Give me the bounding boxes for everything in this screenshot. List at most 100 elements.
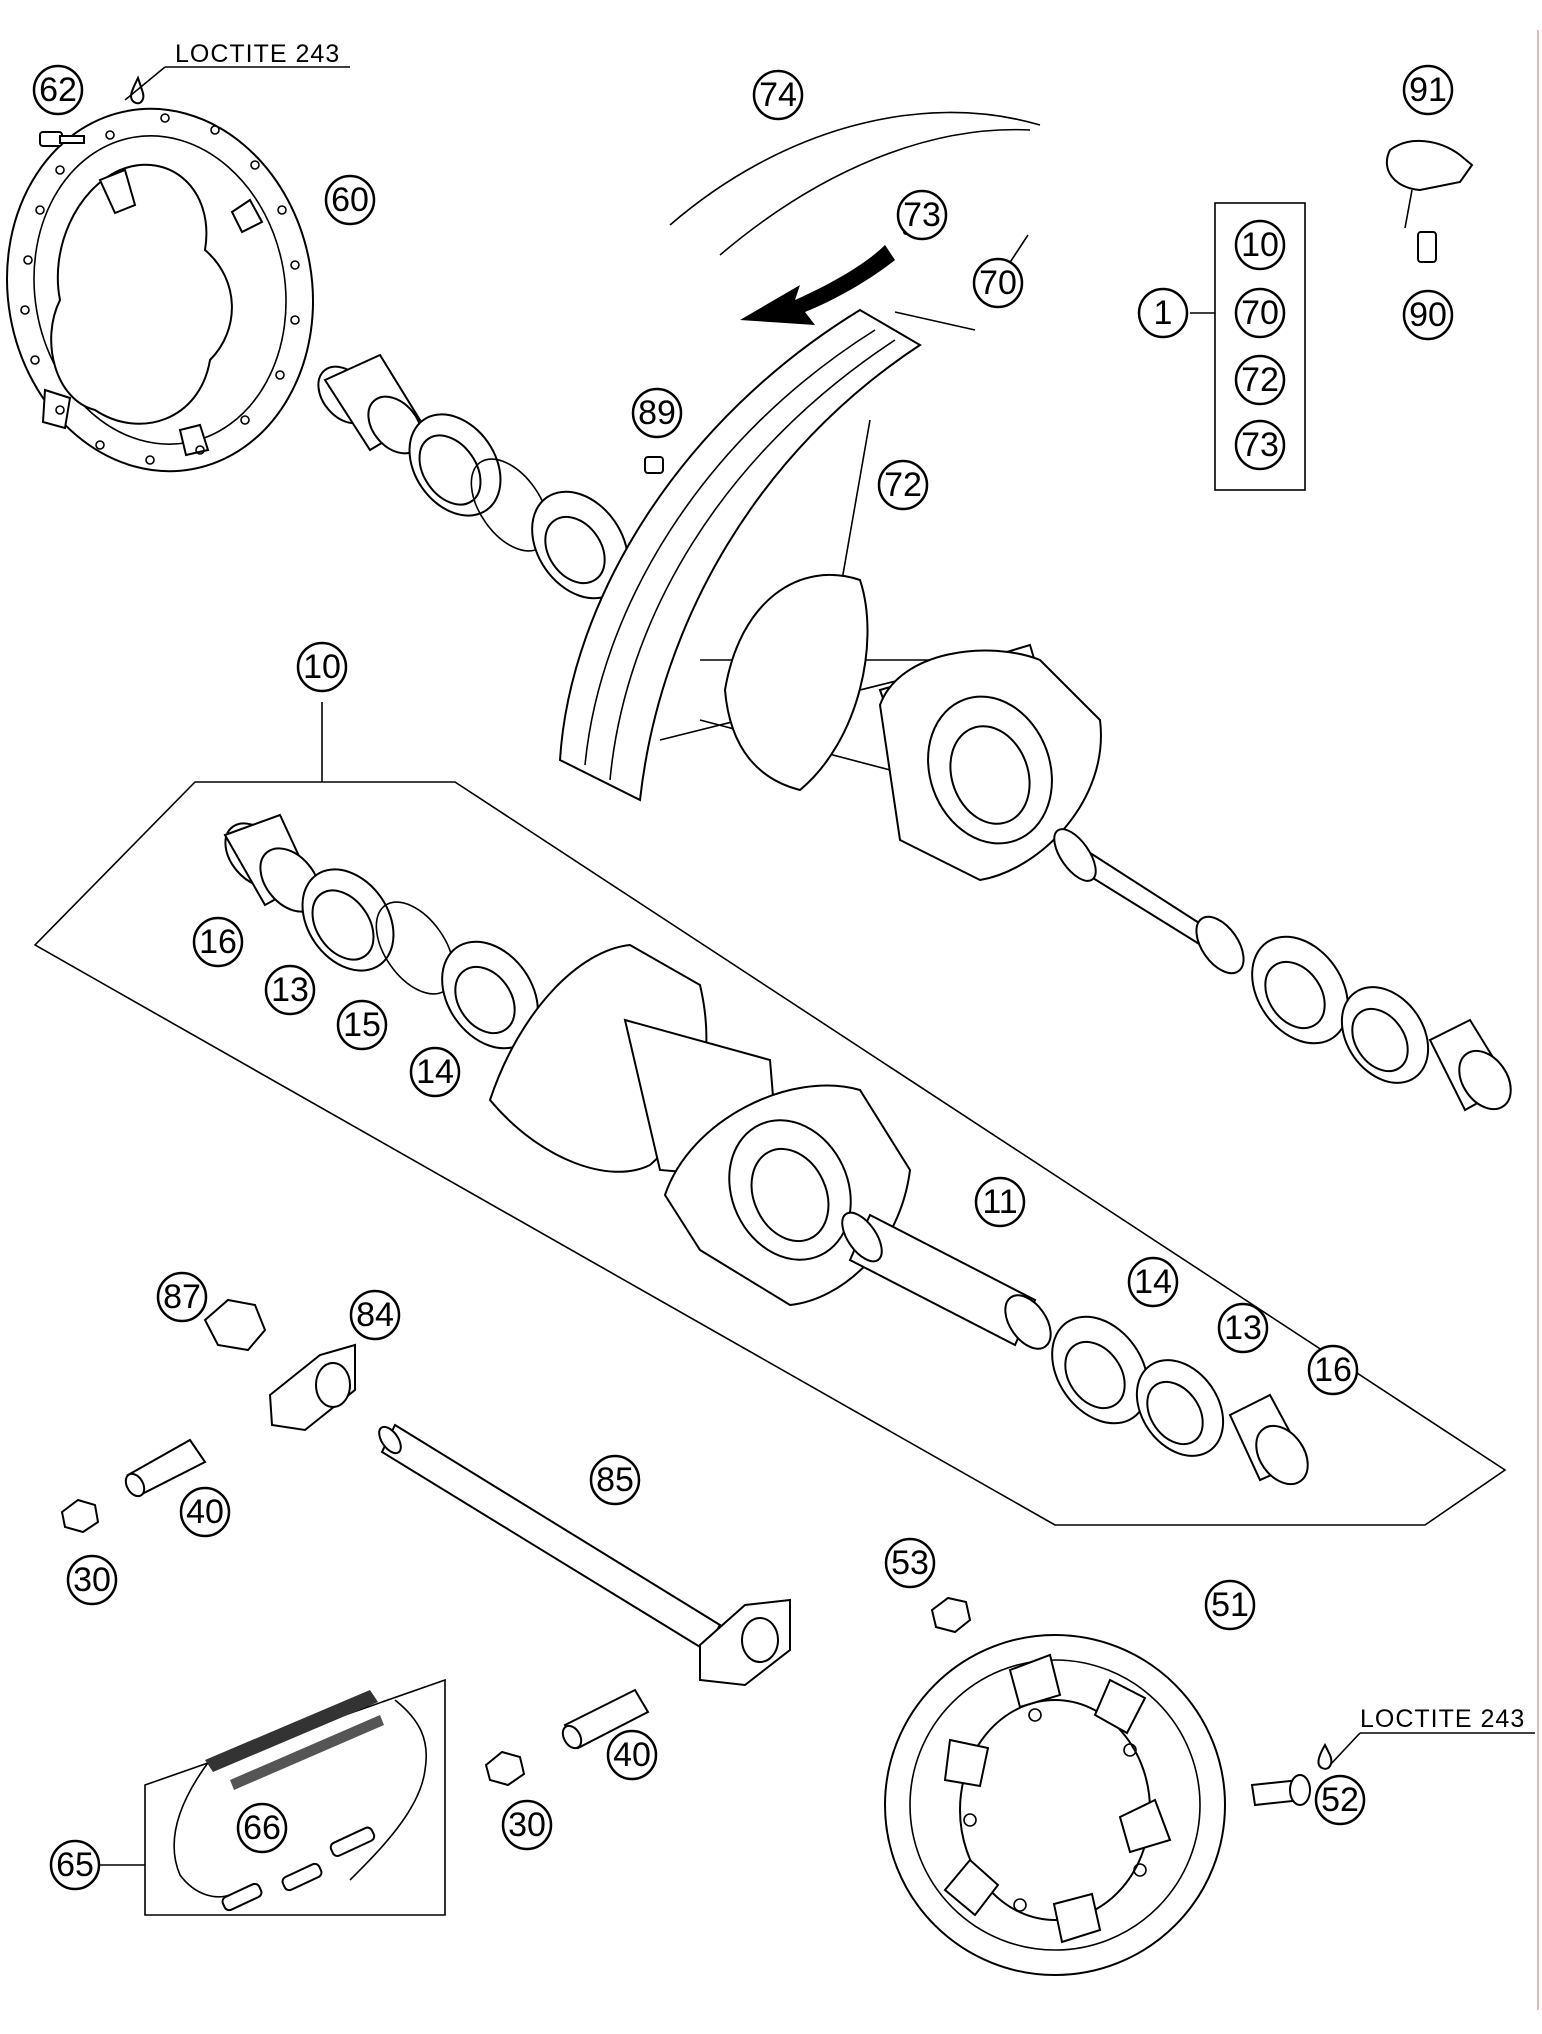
callout-62: 62 <box>32 64 84 116</box>
kit-box <box>1214 202 1306 491</box>
kit-callout-73: 73 <box>1234 419 1286 471</box>
callout-13: 13 <box>264 964 316 1016</box>
seal-left <box>301 868 395 972</box>
adjuster-bolt-top <box>124 1438 207 1498</box>
callout-16: 16 <box>192 916 244 968</box>
chain-adjuster-left <box>268 1343 356 1432</box>
rim-tape <box>894 311 976 331</box>
svg-text:72: 72 <box>884 466 922 504</box>
callout-89: 89 <box>631 387 683 439</box>
svg-text:16: 16 <box>199 923 237 961</box>
callout-52: 52 <box>1314 1774 1366 1826</box>
callout-87: 87 <box>156 1271 208 1323</box>
callout-14: 14 <box>1127 1256 1179 1308</box>
svg-text:10: 10 <box>303 648 341 686</box>
callout-1: 1 <box>1137 287 1189 339</box>
axle <box>378 1423 722 1652</box>
rim-band <box>669 111 1041 256</box>
svg-text:87: 87 <box>163 1278 201 1316</box>
svg-text:14: 14 <box>1134 1263 1172 1301</box>
seal-right <box>1135 1359 1225 1457</box>
chain-section <box>205 1690 384 1790</box>
callout-40: 40 <box>606 1729 658 1781</box>
callout-13: 13 <box>1217 1302 1269 1354</box>
chain-adjuster-right <box>699 1598 791 1687</box>
axle-nut <box>203 1298 267 1352</box>
svg-text:1: 1 <box>1154 294 1173 332</box>
callout-72: 72 <box>877 459 929 511</box>
svg-text:53: 53 <box>891 1544 929 1582</box>
svg-text:51: 51 <box>1211 1586 1249 1624</box>
loctite-drop-icon <box>1317 1742 1333 1770</box>
spacer-right-top <box>1428 1018 1512 1112</box>
svg-text:70: 70 <box>979 264 1017 302</box>
seal-right-top <box>1340 986 1430 1084</box>
callout-40: 40 <box>179 1486 231 1538</box>
spacer-left-top <box>317 353 423 455</box>
rotation-arrow-icon <box>740 245 895 325</box>
valve-cap <box>1385 139 1474 263</box>
hub <box>488 943 912 1307</box>
svg-text:40: 40 <box>613 1736 651 1774</box>
svg-text:40: 40 <box>186 1493 224 1531</box>
svg-text:85: 85 <box>596 1461 634 1499</box>
seal-top <box>408 413 502 517</box>
hub-assembly-outline <box>33 781 1507 1526</box>
svg-text:70: 70 <box>1241 294 1279 332</box>
loctite-label-bottom: LOCTITE 243 <box>1360 1705 1525 1733</box>
nut-bottom <box>484 1750 526 1787</box>
spacer-tube-top <box>1053 828 1245 975</box>
kit-callout-70: 70 <box>1234 287 1286 339</box>
adjuster-bolt-bottom <box>561 1688 650 1750</box>
loctite-label-top: LOCTITE 243 <box>175 40 340 68</box>
svg-text:84: 84 <box>356 1296 394 1334</box>
callout-70: 70 <box>972 257 1024 309</box>
svg-text:11: 11 <box>982 1183 1017 1221</box>
svg-text:74: 74 <box>759 76 797 114</box>
svg-text:16: 16 <box>1314 1351 1352 1389</box>
svg-text:30: 30 <box>73 1561 111 1599</box>
bearing-top <box>531 490 629 600</box>
callout-53: 53 <box>884 1537 936 1589</box>
svg-text:72: 72 <box>1241 361 1279 399</box>
svg-text:10: 10 <box>1241 226 1279 264</box>
callout-66: 66 <box>236 1802 288 1854</box>
svg-text:14: 14 <box>416 1053 454 1091</box>
bearing-left <box>441 940 539 1050</box>
callout-30: 30 <box>66 1554 118 1606</box>
svg-text:73: 73 <box>1241 426 1279 464</box>
callout-30: 30 <box>501 1799 553 1851</box>
callout-11: 11 <box>974 1176 1026 1228</box>
nut-left-top <box>60 1498 100 1534</box>
callout-15: 15 <box>336 999 388 1051</box>
svg-text:89: 89 <box>638 394 676 432</box>
chain-link-connector <box>221 1826 376 1912</box>
bearing-right-top <box>1251 935 1349 1045</box>
svg-text:13: 13 <box>1224 1309 1262 1347</box>
svg-text:62: 62 <box>39 71 77 109</box>
rim <box>558 308 922 802</box>
callout-65: 65 <box>49 1839 101 1891</box>
svg-text:60: 60 <box>331 181 369 219</box>
sprocket-bolt <box>1250 1774 1311 1807</box>
svg-text:13: 13 <box>271 971 309 1009</box>
callout-14: 14 <box>409 1046 461 1098</box>
kit-callout-72: 72 <box>1234 354 1286 406</box>
spacer-right <box>1228 1393 1309 1486</box>
callout-74: 74 <box>752 69 804 121</box>
callout-85: 85 <box>589 1454 641 1506</box>
callout-91: 91 <box>1402 64 1454 116</box>
callout-84: 84 <box>349 1289 401 1341</box>
callout-73: 73 <box>896 189 948 241</box>
chain-loop <box>349 1699 427 1881</box>
svg-text:52: 52 <box>1321 1781 1359 1819</box>
rear-sprocket <box>884 1634 1226 1976</box>
svg-text:66: 66 <box>243 1809 281 1847</box>
brake-disc <box>6 107 314 473</box>
svg-text:91: 91 <box>1409 71 1447 109</box>
callout-16: 16 <box>1307 1344 1359 1396</box>
sprocket-nut <box>930 1596 972 1634</box>
bearing-right <box>1051 1315 1149 1425</box>
spacer-tube <box>841 1211 1052 1350</box>
